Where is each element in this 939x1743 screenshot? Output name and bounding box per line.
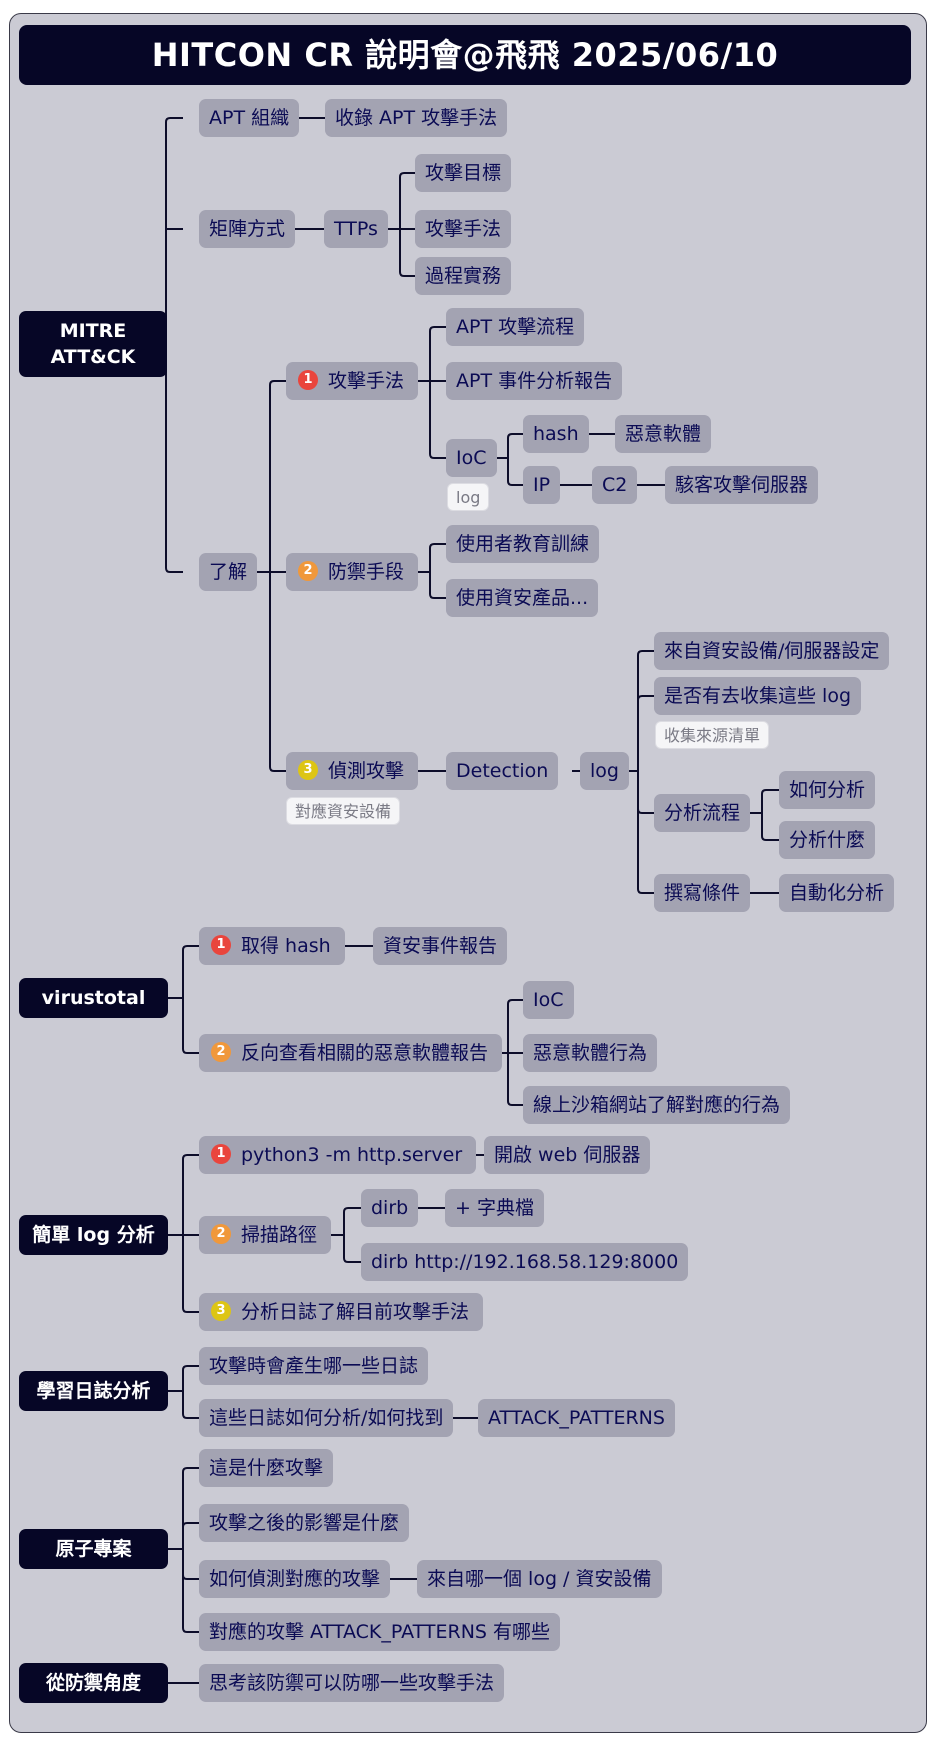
priority-3-icon: 3 xyxy=(211,1300,231,1321)
node-which-log[interactable]: 來自哪一個 log / 資安設備 xyxy=(417,1560,662,1598)
node-impact[interactable]: 攻擊之後的影響是什麼 xyxy=(199,1504,410,1542)
node-dirb-url[interactable]: dirb http://192.168.58.129:8000 xyxy=(361,1243,689,1281)
priority-2-icon: 2 xyxy=(298,560,318,581)
node-procedure[interactable]: 過程實務 xyxy=(415,257,512,295)
node-matrix[interactable]: 矩陣方式 xyxy=(199,210,296,248)
root-mitre-attck[interactable]: MITRE ATT&CK xyxy=(19,311,167,377)
node-user-training[interactable]: 使用者教育訓練 xyxy=(446,525,600,563)
priority-2-icon: 2 xyxy=(211,1041,231,1062)
node-sandbox[interactable]: 線上沙箱網站了解對應的行為 xyxy=(523,1086,791,1124)
node-analysis-flow[interactable]: 分析流程 xyxy=(654,794,751,832)
root-virustotal[interactable]: virustotal xyxy=(19,978,168,1018)
priority-1-icon: 1 xyxy=(211,934,231,955)
node-label: 攻擊手法 xyxy=(328,370,405,392)
node-label: 取得 hash xyxy=(241,935,331,957)
node-hash[interactable]: hash xyxy=(523,415,589,453)
node-c2-server[interactable]: 駭客攻擊伺服器 xyxy=(665,466,819,504)
node-label: 掃描路徑 xyxy=(241,1224,318,1246)
node-security-products[interactable]: 使用資安產品... xyxy=(446,579,599,617)
node-reverse-lookup[interactable]: 2 反向查看相關的惡意軟體報告 xyxy=(199,1034,503,1072)
node-web-server[interactable]: 開啟 web 伺服器 xyxy=(484,1136,651,1174)
node-malware-behavior[interactable]: 惡意軟體行為 xyxy=(523,1034,658,1072)
node-detect[interactable]: 3 偵測攻擊 xyxy=(286,752,419,790)
note-detect: 對應資安設備 xyxy=(286,797,401,825)
node-apt-report[interactable]: APT 事件分析報告 xyxy=(446,362,623,400)
root-defense-view[interactable]: 從防禦角度 xyxy=(19,1663,168,1703)
node-label: 反向查看相關的惡意軟體報告 xyxy=(241,1042,489,1064)
node-what-analyze[interactable]: 分析什麼 xyxy=(779,821,876,859)
node-ip[interactable]: IP xyxy=(523,466,561,504)
priority-3-icon: 3 xyxy=(298,759,318,780)
mindmap-canvas xyxy=(9,13,927,1733)
node-malware[interactable]: 惡意軟體 xyxy=(615,415,712,453)
node-auto-analysis[interactable]: 自動化分析 xyxy=(779,874,895,912)
node-vt-ioc[interactable]: IoC xyxy=(523,981,574,1019)
node-attack-method[interactable]: 1 攻擊手法 xyxy=(286,362,419,400)
node-dirb[interactable]: dirb xyxy=(361,1189,419,1227)
node-how-find[interactable]: 這些日誌如何分析/如何找到 xyxy=(199,1399,454,1437)
node-apt-flow[interactable]: APT 攻擊流程 xyxy=(446,308,585,346)
node-attack-patterns[interactable]: ATTACK_PATTERNS xyxy=(478,1399,675,1437)
root-simple-log[interactable]: 簡單 log 分析 xyxy=(19,1215,168,1255)
note-collect: 收集來源清單 xyxy=(655,721,770,749)
node-label: python3 -m http.server xyxy=(241,1144,463,1166)
node-c2[interactable]: C2 xyxy=(592,466,638,504)
node-scan[interactable]: 2 掃描路徑 xyxy=(199,1216,332,1254)
node-dict[interactable]: + 字典檔 xyxy=(445,1189,544,1227)
node-understand[interactable]: 了解 xyxy=(199,553,258,591)
page-title: HITCON CR 說明會@飛飛 2025/06/10 xyxy=(19,25,911,85)
node-label: 分析日誌了解目前攻擊手法 xyxy=(241,1301,470,1323)
node-apt-org[interactable]: APT 組織 xyxy=(199,99,300,137)
node-ioc[interactable]: IoC xyxy=(446,439,497,477)
priority-1-icon: 1 xyxy=(298,369,318,390)
node-apt-collect[interactable]: 收錄 APT 攻擊手法 xyxy=(325,99,508,137)
node-label: 偵測攻擊 xyxy=(328,760,405,782)
node-log[interactable]: log xyxy=(580,752,629,790)
node-think-defense[interactable]: 思考該防禦可以防哪一些攻擊手法 xyxy=(199,1664,505,1702)
node-what-attack[interactable]: 這是什麼攻擊 xyxy=(199,1449,334,1487)
node-incident-report[interactable]: 資安事件報告 xyxy=(373,927,508,965)
root-learn-logs[interactable]: 學習日誌分析 xyxy=(19,1371,168,1411)
node-detection[interactable]: Detection xyxy=(446,752,559,790)
root-label-line2: ATT&CK xyxy=(50,346,136,368)
node-target[interactable]: 攻擊目標 xyxy=(415,154,512,192)
node-collect-logs[interactable]: 是否有去收集這些 log xyxy=(654,677,862,715)
priority-1-icon: 1 xyxy=(211,1143,231,1164)
node-technique[interactable]: 攻擊手法 xyxy=(415,210,512,248)
root-atomic[interactable]: 原子專案 xyxy=(19,1529,168,1569)
node-how-detect[interactable]: 如何偵測對應的攻擊 xyxy=(199,1560,391,1598)
node-get-hash[interactable]: 1 取得 hash xyxy=(199,927,345,965)
priority-2-icon: 2 xyxy=(211,1223,231,1244)
node-how-analyze[interactable]: 如何分析 xyxy=(779,771,876,809)
node-label: 防禦手段 xyxy=(328,561,405,583)
node-defense[interactable]: 2 防禦手段 xyxy=(286,553,419,591)
node-atomic-patterns[interactable]: 對應的攻擊 ATTACK_PATTERNS 有哪些 xyxy=(199,1613,561,1651)
node-which-logs[interactable]: 攻擊時會產生哪一些日誌 xyxy=(199,1347,429,1385)
node-analyze-logs[interactable]: 3 分析日誌了解目前攻擊手法 xyxy=(199,1293,484,1331)
node-ttps[interactable]: TTPs xyxy=(324,210,388,248)
node-write-rules[interactable]: 撰寫條件 xyxy=(654,874,751,912)
root-label: MITRE xyxy=(59,320,127,342)
node-python-server[interactable]: 1 python3 -m http.server xyxy=(199,1136,477,1174)
node-from-devices[interactable]: 來自資安設備/伺服器設定 xyxy=(654,632,890,670)
note-log: log xyxy=(447,483,490,511)
